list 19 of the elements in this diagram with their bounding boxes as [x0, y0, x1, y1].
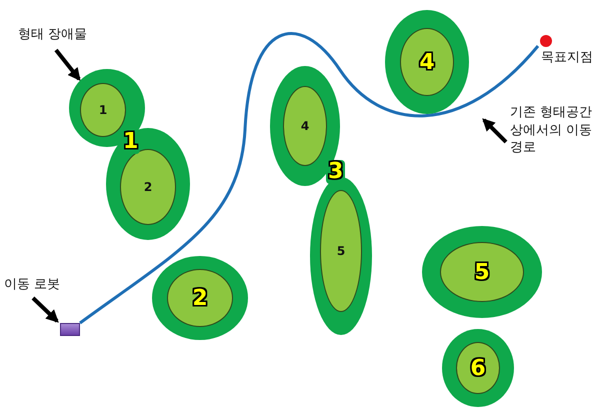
arrow [482, 118, 508, 144]
obstacle-ellipse: 1 [80, 83, 126, 137]
obstacle-caption: 형태 장애물 [18, 26, 102, 46]
obstacle-ellipse: 4 [400, 28, 454, 96]
goal-dot [540, 35, 552, 47]
arrow [54, 48, 81, 81]
robot-icon [60, 323, 80, 336]
obstacle-ellipse: 5 [320, 190, 362, 312]
obstacle-ellipse: 5 [440, 242, 524, 302]
obstacle-ellipse: 6 [456, 342, 500, 394]
obstacle-ellipse: 2 [120, 149, 176, 225]
arrow [32, 296, 59, 323]
path-caption: 기존 형태공간 상에서의 이동 경로 [510, 104, 594, 168]
goal-caption: 목표지점 [541, 49, 593, 67]
obstacle-ellipse: 4 [283, 86, 327, 166]
region-number: 3 [326, 160, 346, 184]
robot-caption: 이동 로봇 [4, 276, 74, 296]
obstacle-ellipse: 2 [167, 269, 233, 327]
robot-path [79, 32, 540, 324]
